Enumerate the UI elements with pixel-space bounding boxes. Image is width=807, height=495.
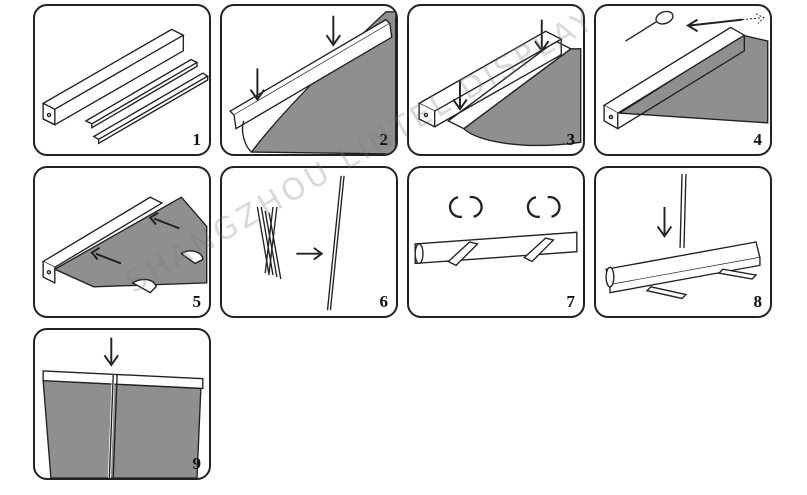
step-4-panel: 4: [594, 4, 772, 156]
hook-banner-illustration: [42, 337, 204, 478]
base-and-rails-illustration: [41, 28, 209, 145]
step-number-2: 2: [379, 130, 389, 149]
step-number-1: 1: [192, 130, 202, 149]
step-8-panel: 8: [594, 166, 772, 318]
step-9-panel: 9: [33, 328, 211, 480]
insert-banner-illustration: [417, 19, 582, 147]
step-number-8: 8: [753, 292, 763, 311]
step-7-panel: 7: [407, 166, 585, 318]
insert-pole-illustration: [605, 173, 761, 300]
rotate-feet-illustration: [414, 195, 578, 267]
step-number-6: 6: [379, 292, 389, 311]
step-number-5: 5: [192, 292, 202, 311]
step-3-panel: 3: [407, 4, 585, 156]
step-number-9: 9: [192, 454, 202, 473]
assemble-pole-illustration: [256, 175, 345, 311]
step-number-4: 4: [753, 130, 763, 149]
step-6-panel: 6: [220, 166, 398, 318]
step-1-panel: 1: [33, 4, 211, 156]
attach-banner-illustration: [229, 11, 396, 154]
step-5-panel: 5: [33, 166, 211, 318]
step-2-panel: 2: [220, 4, 398, 156]
step-number-3: 3: [566, 130, 576, 149]
remove-tape-illustration: [602, 10, 769, 130]
step-number-7: 7: [566, 292, 576, 311]
pull-banner-illustration: [41, 196, 208, 294]
